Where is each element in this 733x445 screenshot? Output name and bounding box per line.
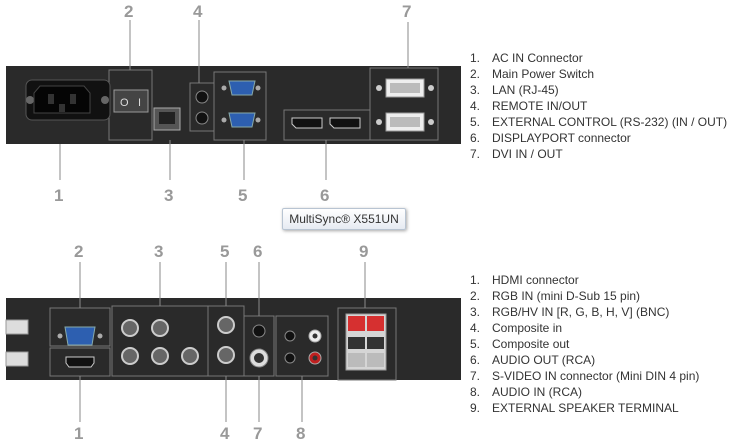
dvi-in-port xyxy=(376,78,434,98)
callout-bottom-5: 5 xyxy=(220,242,230,261)
svg-text:I: I xyxy=(138,97,141,109)
dvi-out-port xyxy=(376,112,434,132)
callout-top-5: 5 xyxy=(238,186,248,205)
composite-out-bnc xyxy=(217,316,235,334)
legend-item: 4.Composite in xyxy=(470,321,563,335)
callout-bottom-6: 6 xyxy=(253,242,263,261)
audio-in-jack-1 xyxy=(284,330,296,342)
callout-bottom-7: 7 xyxy=(253,424,263,443)
audio-in-jack-2 xyxy=(284,352,296,364)
callout-top-7: 7 xyxy=(402,2,412,21)
callout-bottom-4: 4 xyxy=(220,424,230,443)
legend-item: 7.S-VIDEO IN connector (Mini DIN 4 pin) xyxy=(470,369,700,383)
rs232-frame xyxy=(213,71,267,141)
legend-item: 3.RGB/HV IN [R, G, B, H, V] (BNC) xyxy=(470,305,670,319)
callout-bottom-2: 2 xyxy=(74,242,84,261)
legend-item: 5.Composite out xyxy=(470,337,570,351)
dvi-partial-top xyxy=(5,319,29,335)
displayport-out xyxy=(329,117,361,129)
legend-item: 4.REMOTE IN/OUT xyxy=(470,99,588,113)
rs232-in-port xyxy=(221,80,261,96)
callout-bottom-1: 1 xyxy=(74,424,84,443)
dvi-frame xyxy=(369,67,439,141)
audio-out-jack xyxy=(252,324,266,338)
legend-item: 2.RGB IN (mini D-Sub 15 pin) xyxy=(470,289,641,303)
callout-top-4: 4 xyxy=(193,2,203,21)
rs232-out-port xyxy=(221,112,261,128)
legend-item: 9.EXTERNAL SPEAKER TERMINAL xyxy=(470,401,679,415)
legend-item: 7.DVI IN / OUT xyxy=(470,147,563,161)
lan-port xyxy=(153,107,181,131)
legend-item: 3.LAN (RJ-45) xyxy=(470,83,559,97)
callout-top-1: 1 xyxy=(54,186,64,205)
callout-bottom-3: 3 xyxy=(154,242,164,261)
remote-out-jack xyxy=(195,111,209,125)
legend-item: 1.HDMI connector xyxy=(470,273,579,287)
speaker-terminal xyxy=(345,313,387,371)
callout-bottom-9: 9 xyxy=(359,242,369,261)
legend-item: 2.Main Power Switch xyxy=(470,67,595,81)
dvi-partial-bottom xyxy=(5,351,29,367)
rgb-in-port xyxy=(57,326,103,346)
ac-in-connector xyxy=(25,79,111,121)
legend-item: 6.DISPLAYPORT connector xyxy=(470,131,631,145)
svg-text:O: O xyxy=(120,97,129,109)
model-label: MultiSync® X551UN xyxy=(282,208,406,230)
top-legend: 1.AC IN Connector 2.Main Power Switch 3.… xyxy=(470,50,727,162)
bottom-legend: 1.HDMI connector 2.RGB IN (mini D-Sub 15… xyxy=(470,272,699,416)
remote-in-jack xyxy=(195,90,209,104)
callout-bottom-8: 8 xyxy=(296,424,306,443)
bnc-connectors xyxy=(121,319,199,365)
legend-item: 6.AUDIO OUT (RCA) xyxy=(470,353,596,367)
callout-top-6: 6 xyxy=(320,186,330,205)
composite-in-bnc xyxy=(217,346,235,364)
legend-item: 5.EXTERNAL CONTROL (RS-232) (IN / OUT) xyxy=(470,115,728,129)
callout-top-2: 2 xyxy=(124,2,134,21)
legend-item: 8.AUDIO IN (RCA) xyxy=(470,385,582,399)
main-power-switch: O I xyxy=(113,89,149,113)
legend-item: 1.AC IN Connector xyxy=(470,51,583,65)
callout-top-3: 3 xyxy=(164,186,174,205)
displayport-in xyxy=(291,117,323,129)
speaker-frame xyxy=(337,307,397,381)
hdmi-port xyxy=(65,356,95,368)
